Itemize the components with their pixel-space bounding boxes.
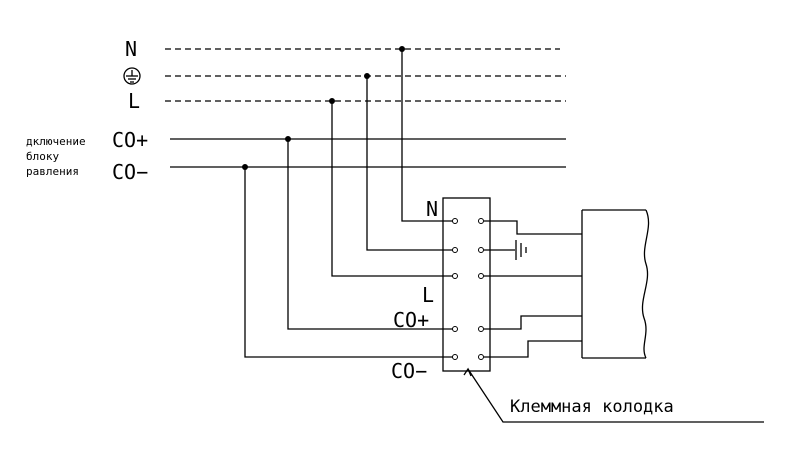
- label-co-plus: CO+: [112, 128, 148, 152]
- wire-pe: [366, 76, 455, 251]
- wire-n: [401, 49, 455, 222]
- terminal-co-minus-in: [452, 354, 458, 360]
- wire-l: [331, 101, 455, 277]
- callout-arrow-icon: [463, 367, 472, 377]
- callout-leader: [467, 368, 764, 423]
- block-label-co-plus: CO+: [393, 308, 429, 332]
- terminal-pe-in: [452, 247, 458, 253]
- wire-co-minus: [244, 167, 455, 358]
- terminal-n-in: [452, 218, 458, 224]
- out-wire-co-minus: [484, 340, 582, 358]
- out-wire-co-plus: [484, 315, 582, 330]
- terminal-co-plus-out: [478, 326, 484, 332]
- terminal-l-out: [478, 273, 484, 279]
- block-label-l: L: [422, 283, 434, 307]
- ground-icon: [484, 240, 527, 260]
- ground-icon: [123, 67, 141, 85]
- terminal-block: [442, 197, 491, 372]
- label-co-minus: CO−: [112, 160, 148, 184]
- terminal-n-out: [478, 218, 484, 224]
- side-label-line2: блоку: [26, 150, 59, 163]
- terminal-l-in: [452, 273, 458, 279]
- label-n: N: [125, 37, 137, 61]
- device-box: [581, 209, 650, 359]
- block-label-co-minus: CO−: [391, 359, 427, 383]
- side-label-line3: равления: [26, 165, 79, 178]
- label-l: L: [128, 89, 140, 113]
- terminal-pe-out: [478, 247, 484, 253]
- block-label-n: N: [426, 197, 438, 221]
- terminal-co-plus-in: [452, 326, 458, 332]
- callout-label: Клеммная колодка: [510, 397, 674, 417]
- out-wire-n: [484, 220, 582, 235]
- wire-co-plus: [287, 139, 455, 330]
- terminal-co-minus-out: [478, 354, 484, 360]
- side-label-line1: дключение: [26, 135, 86, 148]
